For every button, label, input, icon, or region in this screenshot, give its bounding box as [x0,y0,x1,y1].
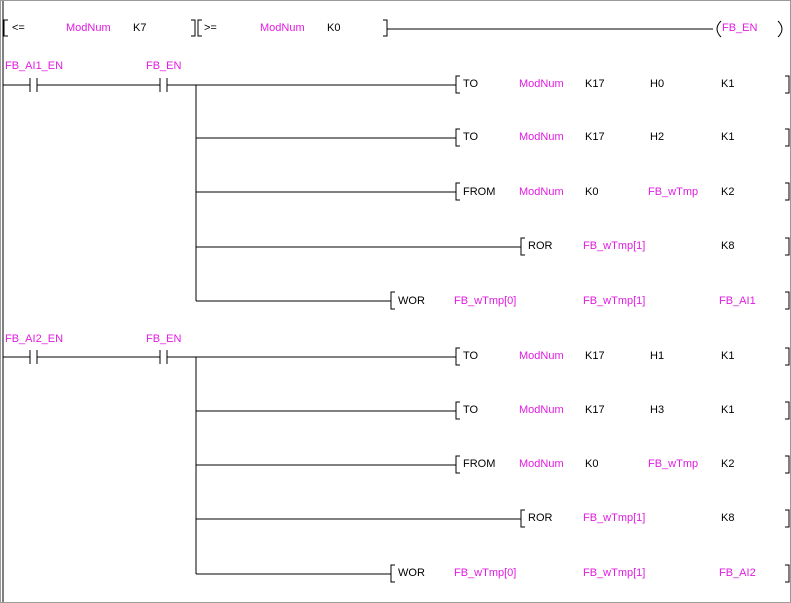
contact-label: FB_AI2_EN [5,333,64,345]
contact-label: FB_EN [146,333,182,345]
compare-1-operand-a: ModNum [66,22,111,34]
instruction-operand: FB_AI2 [719,567,756,579]
compare-1-bracket-left [3,19,8,37]
instruction-operand: ModNum [519,78,564,90]
compare-2-bracket-right [383,19,388,37]
instruction-operand: K1 [721,350,735,362]
contact-label: FB_EN [146,60,182,72]
compare-2-operator: >= [204,22,217,34]
instruction-mnemonic: FROM [463,186,496,198]
instruction-operand: K17 [585,404,605,416]
instruction-mnemonic: TO [463,78,479,90]
coil-right-arc [777,20,783,38]
instruction-operand: H0 [650,78,665,90]
instruction-operand: K1 [721,404,735,416]
instruction-operand: FB_wTmp[1] [583,240,646,252]
instruction-operand: FB_wTmp[1] [583,567,646,579]
compare-1-operand-b: K7 [133,22,147,34]
rung-1-graphics [3,75,790,310]
instruction-operand: H1 [650,350,665,362]
instruction-operand: K2 [721,458,735,470]
instruction-operand: FB_wTmp [648,186,699,198]
instruction-operand: ModNum [519,404,564,416]
instruction-mnemonic: FROM [463,458,496,470]
instruction-mnemonic: ROR [528,512,553,524]
rung-0-graphics [3,19,783,38]
instruction-operand: K2 [721,186,735,198]
instruction-mnemonic: TO [463,131,479,143]
instruction-operand: FB_wTmp[0] [454,567,517,579]
instruction-operand: ModNum [519,186,564,198]
coil-left-arc [716,20,722,38]
instruction-operand: H2 [650,131,665,143]
instruction-operand: K17 [585,78,605,90]
instruction-operand: K17 [585,350,605,362]
compare-1-operator: <= [12,22,25,34]
instruction-operand: FB_wTmp[0] [454,295,517,307]
instruction-operand: FB_wTmp[1] [583,295,646,307]
instruction-mnemonic: TO [463,350,479,362]
instruction-operand: FB_wTmp[1] [583,512,646,524]
compare-1-bracket-right [191,19,196,37]
compare-2-operand-b: K0 [327,22,341,34]
instruction-operand: FB_AI1 [719,295,756,307]
instruction-mnemonic: TO [463,404,479,416]
compare-2-operand-a: ModNum [260,22,305,34]
instruction-mnemonic: WOR [398,295,425,307]
instruction-operand: ModNum [519,458,564,470]
instruction-operand: ModNum [519,131,564,143]
instruction-operand: H3 [650,404,665,416]
instruction-operand: K0 [585,186,599,198]
instruction-operand: K1 [721,131,735,143]
instruction-mnemonic: ROR [528,240,553,252]
instruction-operand: ModNum [519,350,564,362]
instruction-operand: K0 [585,458,599,470]
instruction-operand: K8 [721,512,735,524]
rung-2-graphics [3,347,790,583]
contact-label: FB_AI1_EN [5,60,64,72]
compare-2-bracket-left [197,19,202,37]
instruction-operand: K1 [721,78,735,90]
instruction-mnemonic: WOR [398,567,425,579]
coil-label: FB_EN [722,22,758,34]
instruction-operand: FB_wTmp [648,458,699,470]
instruction-operand: K17 [585,131,605,143]
instruction-operand: K8 [721,240,735,252]
